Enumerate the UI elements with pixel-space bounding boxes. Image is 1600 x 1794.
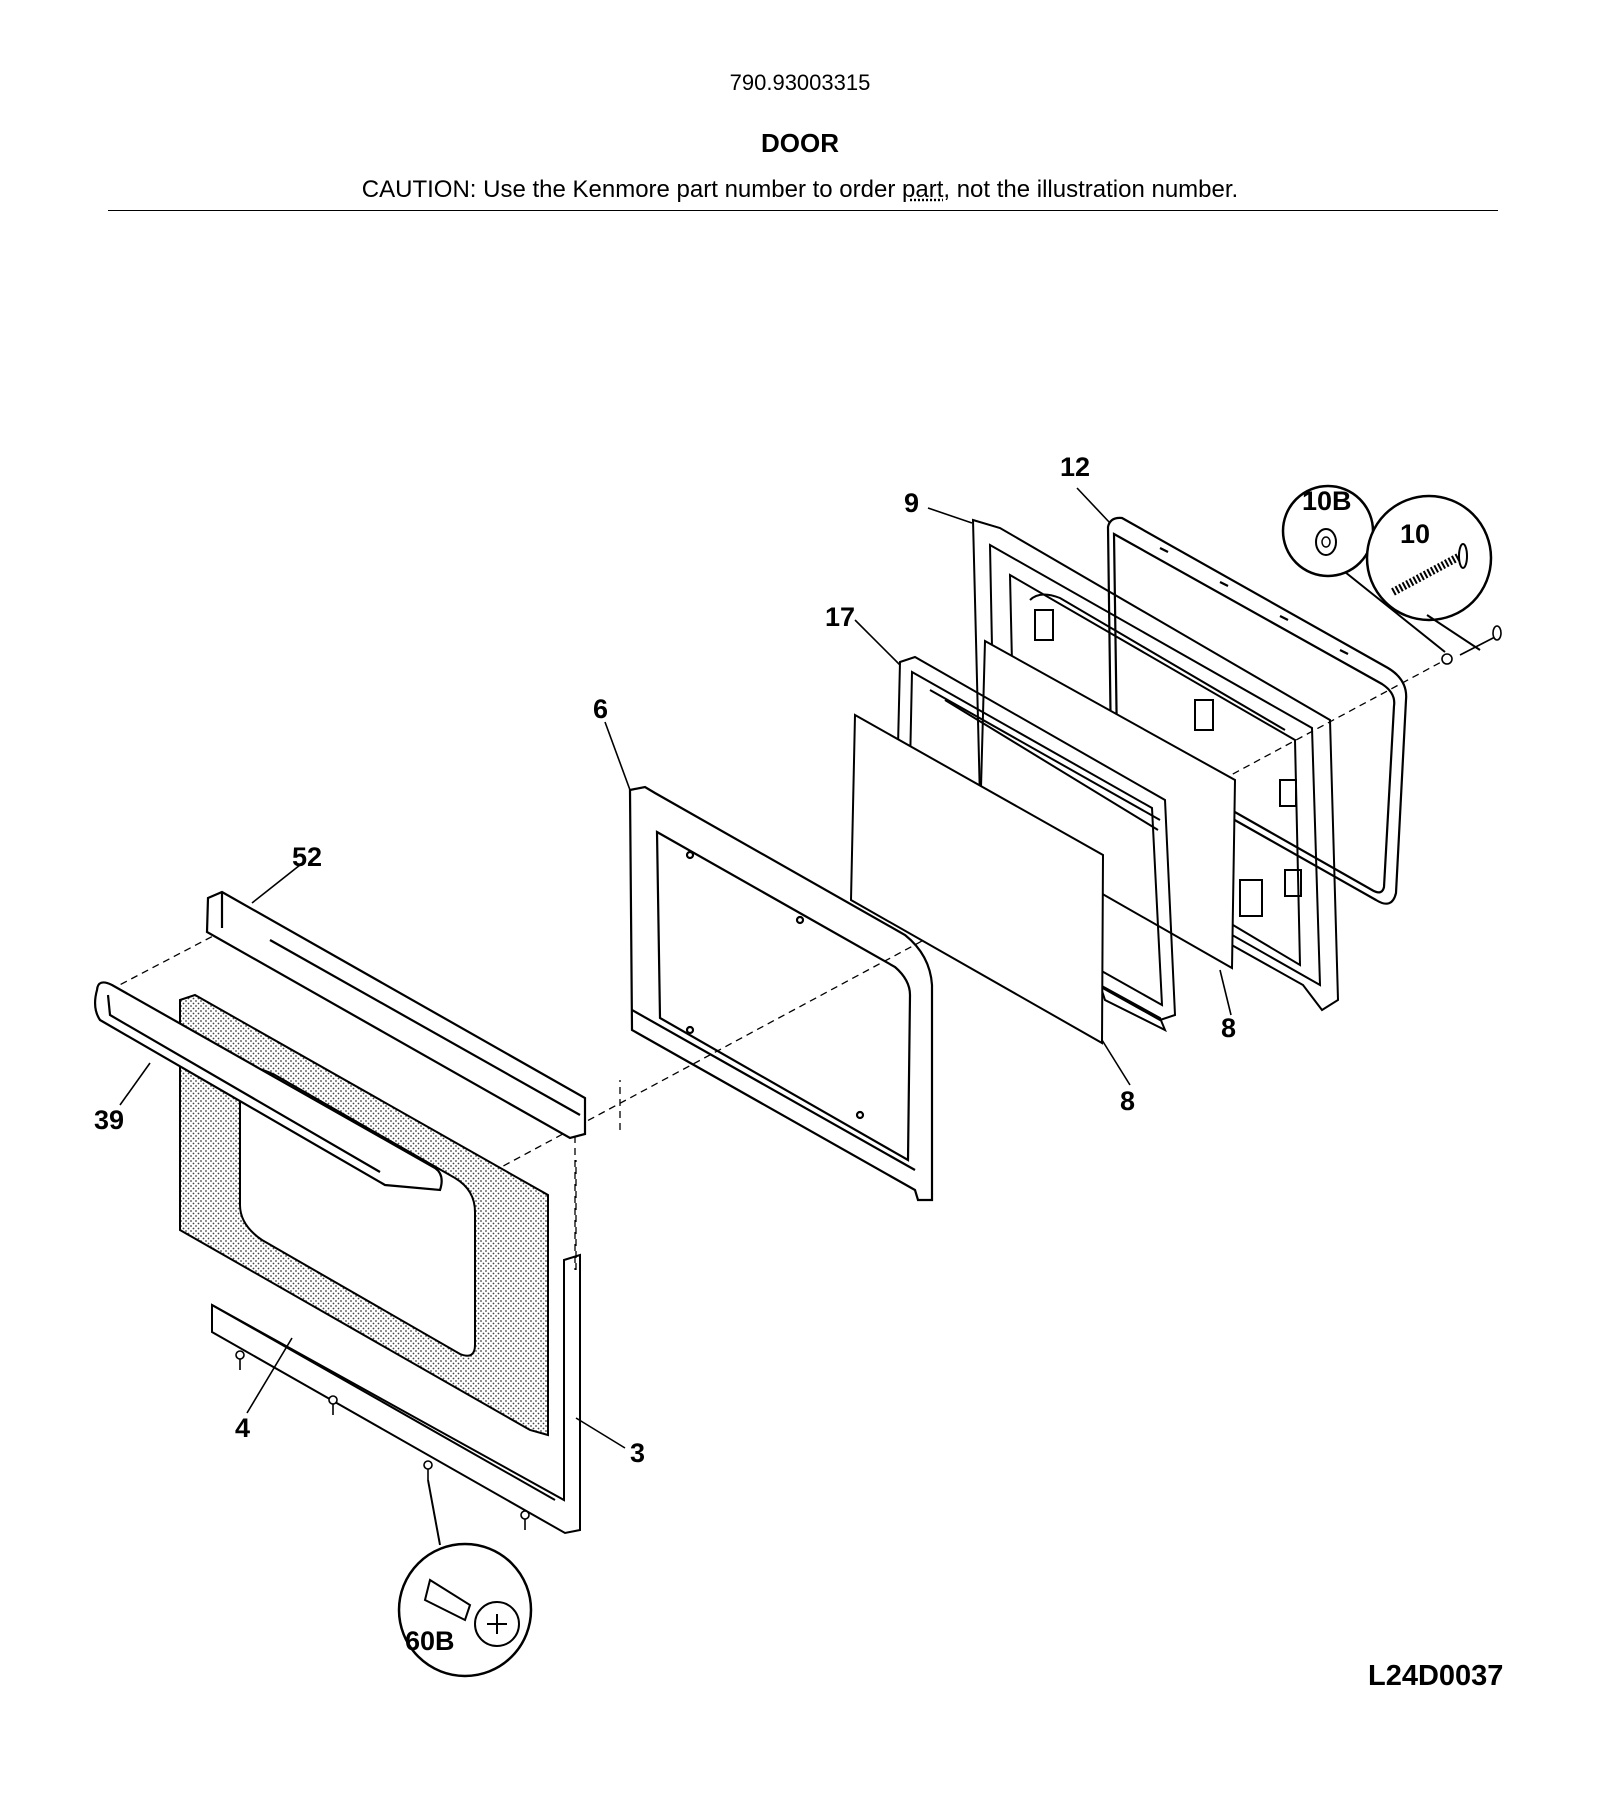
gasket-part-12 xyxy=(1106,516,1408,905)
model-number: 790.93003315 xyxy=(729,70,871,95)
callout-3: 3 xyxy=(630,1438,645,1468)
screws-60B xyxy=(235,1350,530,1530)
callout-4: 4 xyxy=(235,1413,250,1443)
section-title: DOOR xyxy=(761,128,839,158)
inset-circle-10 xyxy=(1365,494,1493,651)
diagram-code: L24D0037 xyxy=(1368,1660,1504,1692)
caution-prefix: CAUTION: Use the Kenmore part number to … xyxy=(361,176,902,203)
inset-circle-10B xyxy=(1281,484,1446,653)
bottom-trim-part-3 xyxy=(211,1253,581,1535)
callout-8-front: 8 xyxy=(1120,1086,1135,1116)
callout-12: 12 xyxy=(1060,452,1090,482)
callout-10: 10 xyxy=(1400,519,1430,549)
glass-panel-part-8-rear xyxy=(978,639,1237,970)
door-frame-part-6 xyxy=(628,785,934,1202)
callout-52: 52 xyxy=(292,842,322,872)
callout-9: 9 xyxy=(904,488,919,518)
header-rule xyxy=(108,210,1498,211)
bolt-and-washer-small xyxy=(1441,625,1502,665)
glass-panel-part-8-front xyxy=(849,713,1105,1045)
callout-10B: 10B xyxy=(1302,486,1352,516)
callout-8-rear: 8 xyxy=(1221,1013,1236,1043)
inset-circle-60B xyxy=(397,1479,533,1678)
callout-39: 39 xyxy=(94,1105,124,1135)
callout-6: 6 xyxy=(593,694,608,724)
caution-underlined-word: part xyxy=(902,176,944,203)
callout-17: 17 xyxy=(825,602,855,632)
callout-60B: 60B xyxy=(405,1626,455,1656)
caution-note: CAUTION: Use the Kenmore part number to … xyxy=(0,176,1600,204)
leader-lines xyxy=(119,487,1232,1449)
top-trim-part-52 xyxy=(205,890,587,1140)
handle-part-39 xyxy=(93,981,443,1192)
caution-suffix: , not the illustration number. xyxy=(943,176,1239,203)
